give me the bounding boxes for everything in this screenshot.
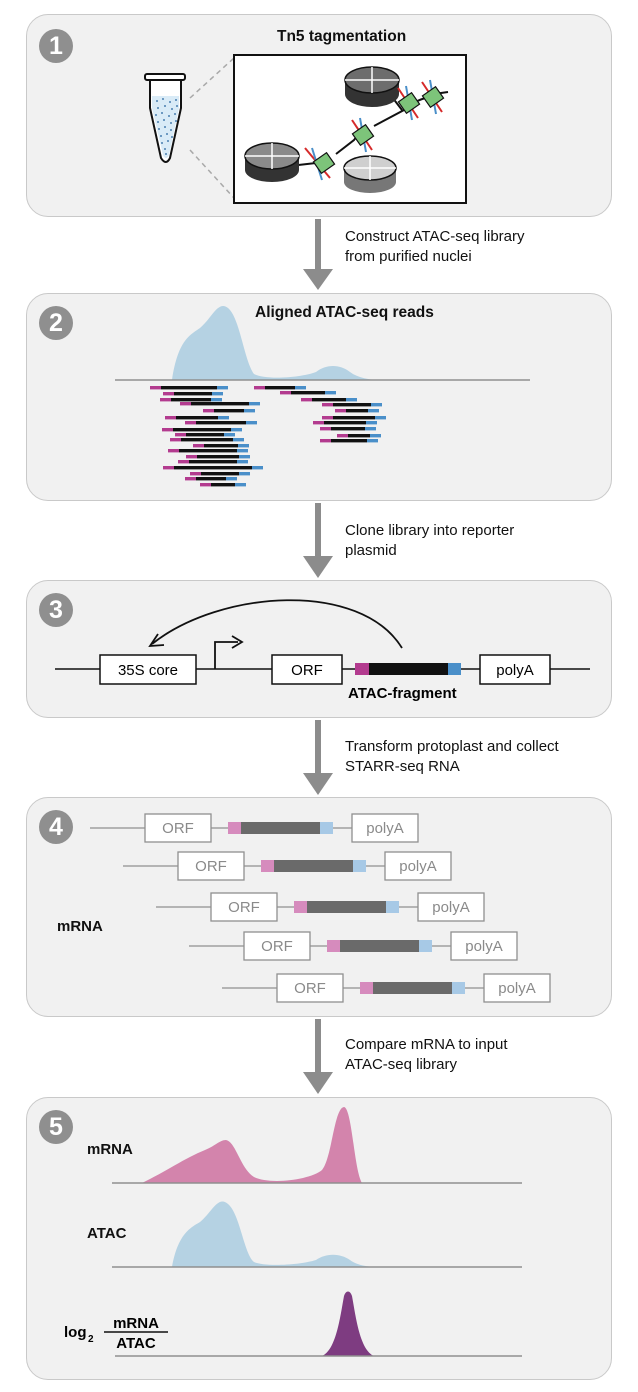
track-label-atac: ATAC bbox=[87, 1225, 127, 1242]
mrna-transcript-2: ORF polyA bbox=[123, 851, 452, 881]
read-11 bbox=[193, 444, 249, 448]
read-4 bbox=[180, 402, 260, 406]
orf-label: ORF bbox=[162, 820, 194, 837]
mrna-transcript-1: ORF polyA bbox=[90, 813, 419, 843]
zoom-line-top bbox=[189, 57, 235, 99]
read-17 bbox=[185, 477, 237, 481]
mrna-transcript-4: ORF polyA bbox=[189, 931, 518, 961]
reporter-construct: 35S core ORF polyA ATAC-fragment bbox=[55, 654, 590, 702]
mrna-transcript-5: ORF polyA bbox=[222, 973, 551, 1003]
polya-label: polyA bbox=[399, 858, 437, 875]
enhancer-loop-arrow bbox=[148, 599, 403, 649]
orf-label: ORF bbox=[291, 662, 323, 679]
read-14 bbox=[178, 460, 248, 464]
read-16 bbox=[190, 472, 250, 476]
read-21 bbox=[301, 398, 357, 402]
ratio-signal bbox=[322, 1291, 374, 1356]
ratio-numerator: mRNA bbox=[113, 1315, 159, 1332]
read-23 bbox=[335, 409, 379, 413]
step-note-2: Clone library into reporter plasmid bbox=[345, 522, 515, 559]
read-10 bbox=[170, 438, 244, 442]
log-ratio-label: log 2 mRNA ATAC bbox=[64, 1315, 168, 1352]
read-7 bbox=[185, 421, 257, 425]
panel-1-title: Tn5 tagmentation bbox=[277, 28, 407, 45]
step-badge-4: 4 bbox=[39, 810, 73, 844]
tube-icon bbox=[144, 73, 186, 163]
panel-compare: 5 mRNA ATAC bbox=[26, 1097, 612, 1380]
arrow-down-icon bbox=[303, 219, 333, 1094]
step-badge-1: 1 bbox=[39, 29, 73, 63]
read-22 bbox=[322, 403, 382, 407]
read-3 bbox=[160, 398, 222, 402]
read-13 bbox=[186, 455, 250, 459]
mrna-transcripts: ORF polyA ORF polyA ORF polyA ORF polyA ORF polyA bbox=[90, 813, 551, 1003]
step-badge-3: 3 bbox=[39, 593, 73, 627]
ratio-denominator: ATAC bbox=[116, 1335, 156, 1352]
read-8 bbox=[162, 428, 242, 432]
atac-coverage-peaks bbox=[172, 306, 380, 380]
step-badge-2: 2 bbox=[39, 306, 73, 340]
step-note-4: Compare mRNA to input ATAC-seq library bbox=[345, 1036, 508, 1073]
polya-label: polyA bbox=[432, 899, 470, 916]
read-19 bbox=[254, 386, 306, 390]
orf-label: ORF bbox=[228, 899, 260, 916]
polya-label: polyA bbox=[465, 938, 503, 955]
log-subscript: 2 bbox=[88, 1334, 94, 1345]
panel-2-title: Aligned ATAC-seq reads bbox=[255, 304, 434, 321]
mrna-signal bbox=[142, 1107, 362, 1183]
atac-signal bbox=[172, 1201, 380, 1267]
read-15 bbox=[163, 466, 263, 470]
zoom-line-bottom bbox=[189, 149, 235, 199]
read-2 bbox=[163, 392, 223, 396]
mrna-transcript-3: ORF polyA bbox=[156, 892, 485, 922]
promoter-label: 35S core bbox=[118, 662, 178, 679]
read-28 bbox=[320, 439, 378, 443]
polya-label: polyA bbox=[496, 662, 534, 679]
read-9 bbox=[175, 433, 235, 437]
read-12 bbox=[168, 449, 248, 453]
orf-label: ORF bbox=[261, 938, 293, 955]
read-24 bbox=[322, 416, 386, 420]
polya-label: polyA bbox=[498, 980, 536, 997]
read-27 bbox=[337, 434, 381, 438]
orf-label: ORF bbox=[195, 858, 227, 875]
mrna-side-label: mRNA bbox=[57, 918, 103, 935]
read-20 bbox=[280, 391, 336, 395]
read-5 bbox=[203, 409, 255, 413]
track-label-mrna: mRNA bbox=[87, 1141, 133, 1158]
fragment-label: ATAC-fragment bbox=[348, 685, 457, 702]
read-26 bbox=[320, 427, 376, 431]
panel-reporter-plasmid: 3 bbox=[26, 580, 612, 718]
read-1 bbox=[150, 386, 228, 390]
panel-aligned-reads: 2 Aligned ATAC-seq reads bbox=[26, 293, 612, 501]
orf-label: ORF bbox=[294, 980, 326, 997]
read-18 bbox=[200, 483, 246, 487]
step-note-1: Construct ATAC-seq library from purified… bbox=[345, 228, 525, 265]
read-6 bbox=[165, 416, 229, 420]
step-badge-5: 5 bbox=[39, 1110, 73, 1144]
log-prefix: log bbox=[64, 1324, 87, 1341]
tn5-complex-icon bbox=[244, 66, 449, 193]
read-25 bbox=[313, 421, 377, 425]
transcription-arrow-icon bbox=[214, 635, 244, 669]
step-note-3: Transform protoplast and collect STARR-s… bbox=[345, 738, 559, 775]
polya-label: polyA bbox=[366, 820, 404, 837]
aligned-reads bbox=[150, 386, 386, 487]
